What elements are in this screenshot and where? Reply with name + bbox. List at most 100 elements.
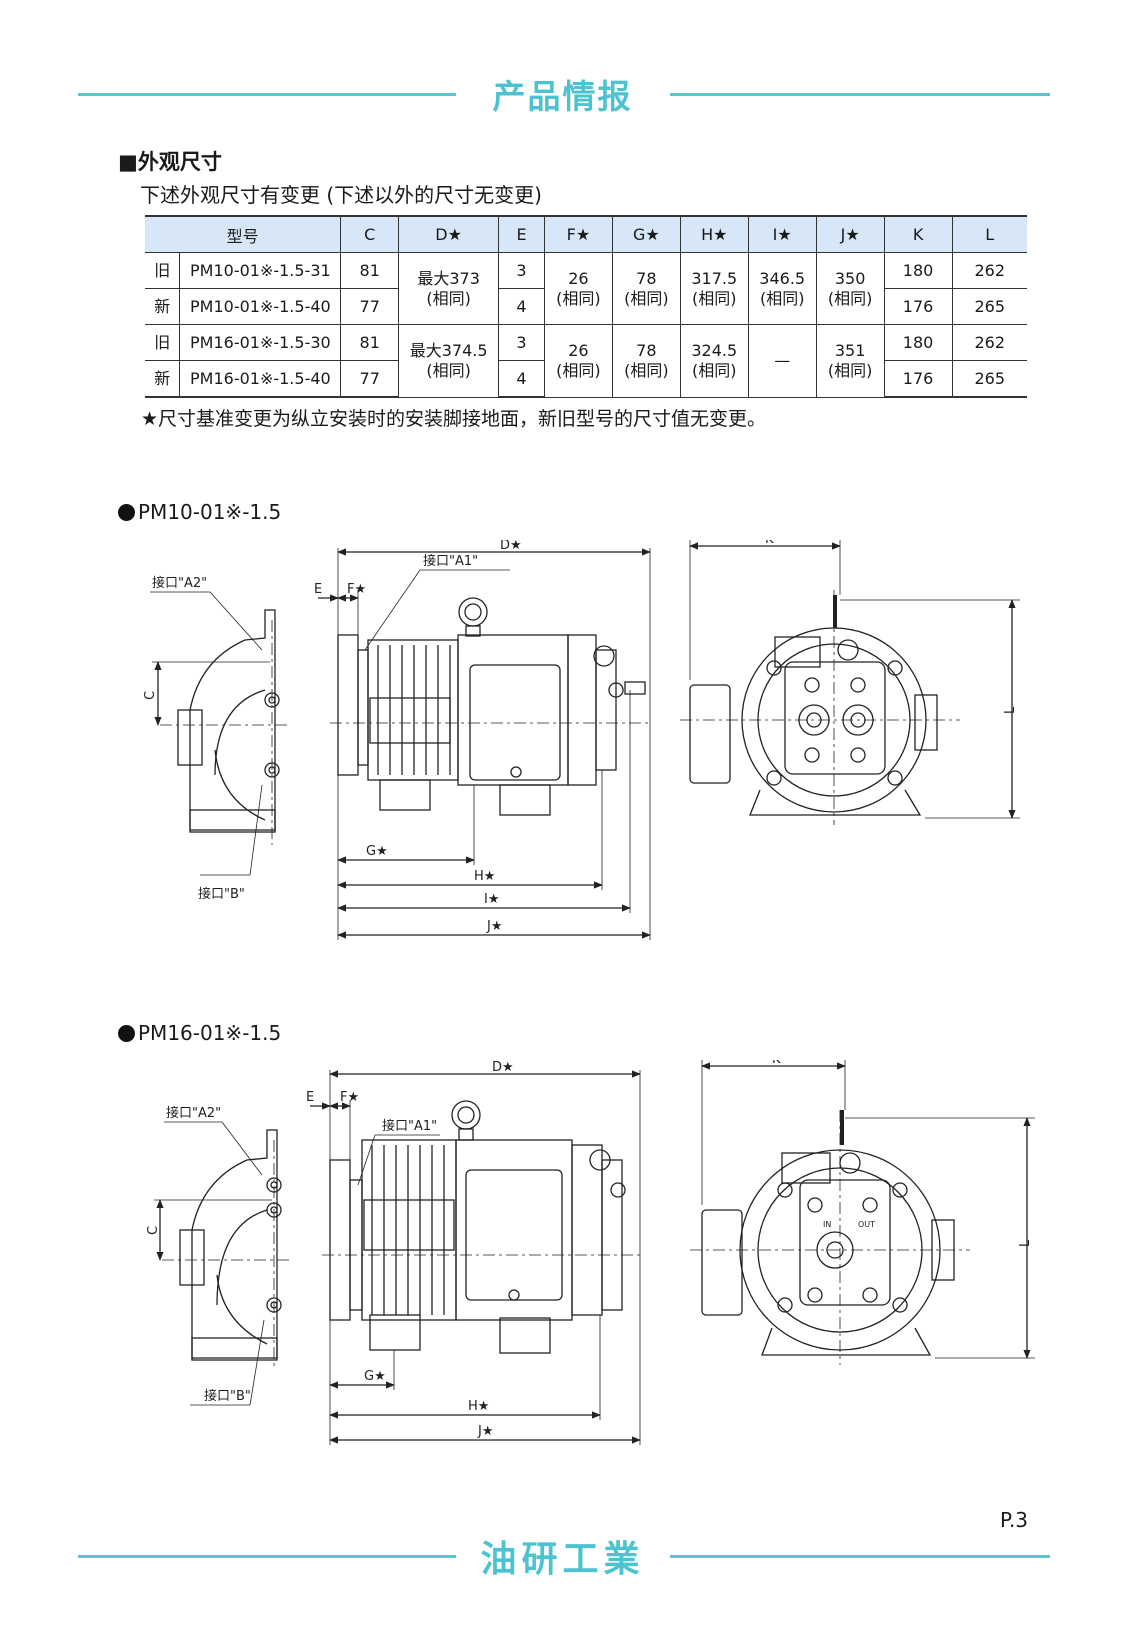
row-flag: 旧 <box>145 324 180 361</box>
row-model: PM10-01※-1.5-40 <box>179 288 341 325</box>
drawing-pm16: 接口"A2" 接口"A1" 接口"B" C D★ E F★ G★ H★ J★ K… <box>146 1060 1035 1445</box>
row-k: 180 <box>883 252 953 289</box>
front-view-1 <box>318 548 651 940</box>
row-flag: 新 <box>145 360 180 398</box>
label-out: OUT <box>858 1220 875 1229</box>
col-header-e: E <box>498 215 545 253</box>
label-port-a2: 接口"A2" <box>152 575 207 591</box>
row-e: 4 <box>498 360 545 398</box>
row-c: 77 <box>340 360 399 398</box>
row-flag: 旧 <box>145 252 180 289</box>
label-j: J★ <box>477 1424 494 1439</box>
group-d: 最大374.5(相同) <box>398 324 499 398</box>
row-model: PM10-01※-1.5-31 <box>179 252 341 289</box>
row-model: PM16-01※-1.5-30 <box>179 324 341 361</box>
brand-name: 油研工業 <box>480 1539 645 1580</box>
col-header-f: F★ <box>543 215 613 253</box>
table-row: 新 PM10-01※-1.5-40 77 4 176 265 <box>145 288 1027 325</box>
label-e: E <box>306 1090 314 1105</box>
label-l: L <box>1018 1239 1033 1247</box>
label-d: D★ <box>500 540 522 553</box>
table-note: ★尺寸基准变更为纵立安装时的安装脚接地面，新旧型号的尺寸值无变更。 <box>141 408 767 430</box>
row-l: 262 <box>951 252 1027 289</box>
table-row: 旧 PM10-01※-1.5-31 81 最大373(相同) 3 26(相同) … <box>145 252 1027 325</box>
row-c: 81 <box>340 252 399 289</box>
label-c: C <box>146 1226 161 1235</box>
label-g: G★ <box>366 844 388 859</box>
row-c: 77 <box>340 288 399 325</box>
model-heading-2: PM16-01※-1.5 <box>118 1021 281 1045</box>
header-rule-left <box>78 93 456 96</box>
group-h: 324.5(相同) <box>679 324 749 398</box>
label-k: K <box>765 540 774 547</box>
label-port-b: 接口"B" <box>204 1388 251 1404</box>
col-header-g: G★ <box>611 215 681 253</box>
label-d: D★ <box>492 1060 514 1075</box>
group-f: 26(相同) <box>543 252 613 325</box>
group-j: 351(相同) <box>815 324 885 398</box>
row-e: 3 <box>498 324 545 361</box>
label-port-a2: 接口"A2" <box>166 1105 221 1121</box>
label-port-b: 接口"B" <box>198 886 245 902</box>
col-header-d: D★ <box>398 215 499 253</box>
label-port-a1: 接口"A1" <box>382 1118 437 1134</box>
row-k: 176 <box>883 360 953 398</box>
group-i: 346.5(相同) <box>747 252 817 325</box>
group-h: 317.5(相同) <box>679 252 749 325</box>
label-h: H★ <box>474 869 495 884</box>
group-j: 350(相同) <box>815 252 885 325</box>
col-header-c: C <box>340 215 399 253</box>
row-l: 265 <box>951 360 1027 398</box>
front-view-2 <box>310 1070 641 1445</box>
group-i: — <box>747 324 817 398</box>
col-header-l: L <box>951 215 1027 253</box>
dimension-table: 型号 C D★ E F★ G★ H★ I★ J★ K L 旧 PM10-01※-… <box>145 215 1027 398</box>
row-l: 265 <box>951 288 1027 325</box>
row-k: 176 <box>883 288 953 325</box>
label-port-a1: 接口"A1" <box>423 553 478 569</box>
row-l: 262 <box>951 324 1027 361</box>
row-e: 3 <box>498 252 545 289</box>
row-flag: 新 <box>145 288 180 325</box>
bullet-icon <box>118 1025 135 1042</box>
footer-rule-left <box>78 1555 456 1558</box>
group-d: 最大373(相同) <box>398 252 499 325</box>
row-k: 180 <box>883 324 953 361</box>
col-header-k: K <box>883 215 953 253</box>
section-subtitle: 下述外观尺寸有变更 (下述以外的尺寸无变更) <box>140 183 542 207</box>
table-header-row: 型号 C D★ E F★ G★ H★ I★ J★ K L <box>145 215 1027 253</box>
page-footer: 油研工業 <box>0 1526 1125 1586</box>
row-c: 81 <box>340 324 399 361</box>
header-rule-right <box>670 93 1050 96</box>
label-c: C <box>143 691 158 700</box>
row-e: 4 <box>498 288 545 325</box>
page-number: P.3 <box>1000 1508 1029 1532</box>
label-h: H★ <box>468 1399 489 1414</box>
row-model: PM16-01※-1.5-40 <box>179 360 341 398</box>
model-heading-1: PM10-01※-1.5 <box>118 500 281 524</box>
footer-rule-right <box>670 1555 1050 1558</box>
group-f: 26(相同) <box>543 324 613 398</box>
table-row: 新 PM16-01※-1.5-40 77 4 176 265 <box>145 360 1027 398</box>
label-e: E <box>314 582 322 597</box>
label-in: IN <box>823 1220 831 1229</box>
end-view-1 <box>680 540 1020 825</box>
end-view-2 <box>690 1060 1035 1365</box>
page-header: 产品情报 <box>0 64 1125 124</box>
group-g: 78(相同) <box>611 324 681 398</box>
label-f: F★ <box>340 1090 359 1105</box>
col-header-model: 型号 <box>145 215 341 253</box>
label-g: G★ <box>364 1369 386 1384</box>
col-header-j: J★ <box>815 215 885 253</box>
drawing-pm10: 接口"A2" 接口"A1" 接口"B" C D★ E F★ G★ H★ I★ J… <box>143 540 1020 940</box>
group-g: 78(相同) <box>611 252 681 325</box>
bullet-icon <box>118 504 135 521</box>
table-row: 旧 PM16-01※-1.5-30 81 最大374.5(相同) 3 26(相同… <box>145 324 1027 398</box>
side-view-2 <box>154 1121 292 1406</box>
page-title: 产品情报 <box>492 77 633 116</box>
section-title: ■外观尺寸 <box>118 150 222 174</box>
label-l: L <box>1003 706 1018 714</box>
label-j: J★ <box>486 919 503 934</box>
label-i: I★ <box>484 892 500 907</box>
label-f: F★ <box>347 582 366 597</box>
